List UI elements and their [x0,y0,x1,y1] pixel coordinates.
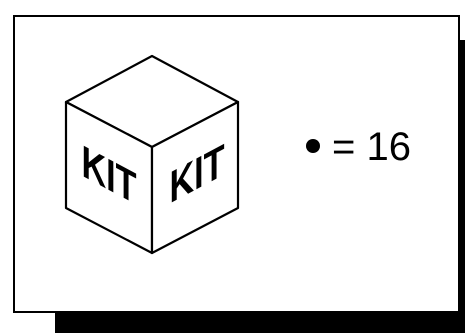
frame-shadow-bottom [55,311,465,333]
dot-icon [306,139,320,153]
legend-equals-text: = 16 [332,125,411,169]
